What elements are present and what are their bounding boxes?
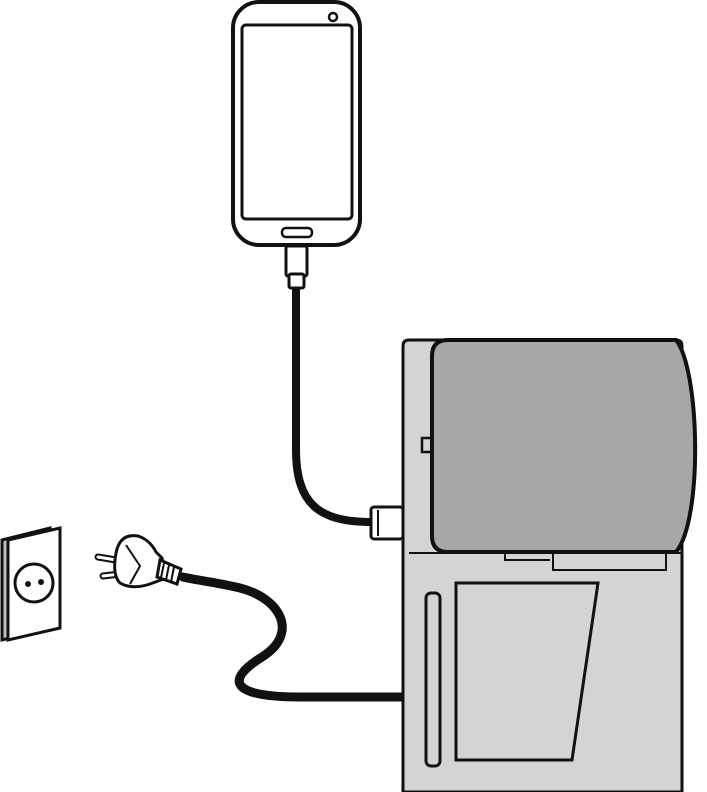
- power-plug: [94, 534, 183, 589]
- usb-a-connector: [369, 505, 405, 541]
- phone-screen: [240, 23, 354, 221]
- phone-home-button: [280, 226, 314, 239]
- phone-camera: [327, 11, 339, 23]
- micro-usb-connector: [284, 244, 309, 278]
- wall-socket: [0, 526, 62, 642]
- socket-face: [13, 562, 55, 604]
- battery-pack: [430, 338, 698, 554]
- usb-cable: [284, 244, 405, 541]
- smartphone: [231, 0, 362, 247]
- power-cord: [178, 572, 409, 702]
- charger-label-panel: [454, 581, 600, 762]
- charger-slot: [424, 591, 442, 768]
